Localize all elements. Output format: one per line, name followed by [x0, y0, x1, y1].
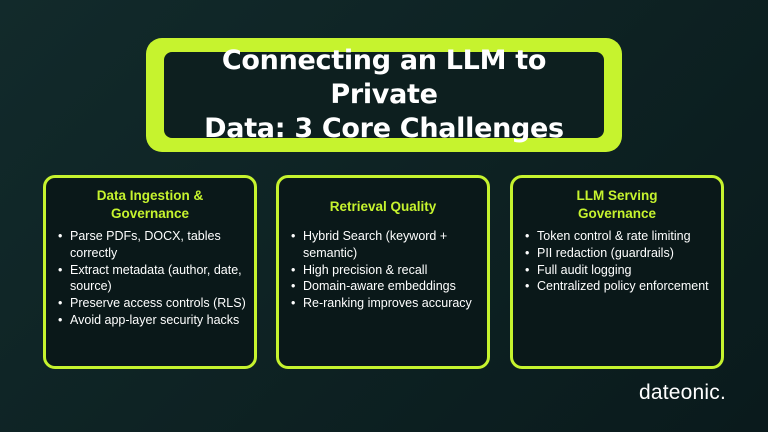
card-list: Parse PDFs, DOCX, tables correctly Extra…	[58, 228, 246, 329]
card-title: Retrieval Quality	[329, 199, 437, 214]
list-item: High precision & recall	[291, 262, 479, 279]
brand-logo: dateonic.	[638, 381, 726, 404]
list-item: Full audit logging	[525, 262, 713, 279]
list-item: Extract metadata (author, date, source)	[58, 262, 246, 296]
card-title: Data Ingestion & Governance	[96, 188, 204, 221]
list-item: Centralized policy enforcement	[525, 278, 713, 295]
list-item: Domain-aware embeddings	[291, 278, 479, 295]
card-list: Hybrid Search (keyword + semantic) High …	[291, 228, 479, 312]
card-llm-serving: LLM Serving Governance Token control & r…	[510, 175, 724, 369]
page-title: Connecting an LLM to Private Data: 3 Cor…	[204, 45, 564, 144]
list-item: Hybrid Search (keyword + semantic)	[291, 228, 479, 262]
card-list: Token control & rate limiting PII redact…	[525, 228, 713, 295]
list-item: PII redaction (guardrails)	[525, 245, 713, 262]
card-data-ingestion: Data Ingestion & Governance Parse PDFs, …	[43, 175, 257, 369]
list-item: Token control & rate limiting	[525, 228, 713, 245]
title-banner: Connecting an LLM to Private Data: 3 Cor…	[146, 38, 622, 152]
card-retrieval-quality: Retrieval Quality Hybrid Search (keyword…	[276, 175, 490, 369]
list-item: Avoid app-layer security hacks	[58, 312, 246, 329]
list-item: Re-ranking improves accuracy	[291, 295, 479, 312]
list-item: Parse PDFs, DOCX, tables correctly	[58, 228, 246, 262]
card-title: LLM Serving Governance	[576, 188, 658, 221]
title-panel: Connecting an LLM to Private Data: 3 Cor…	[164, 45, 604, 144]
list-item: Preserve access controls (RLS)	[58, 295, 246, 312]
